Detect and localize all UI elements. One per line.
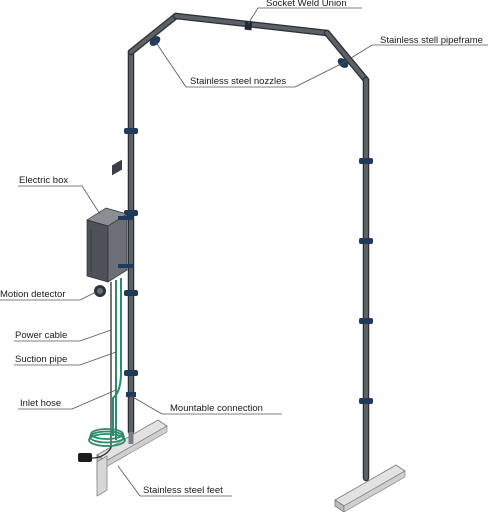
- label-motion-detector: Motion detector: [0, 289, 65, 300]
- mountable-connection: [126, 392, 136, 397]
- label-inlet-hose: Inlet hose: [20, 398, 61, 409]
- motion-detector: [94, 285, 106, 297]
- label-electric-box: Electric box: [19, 175, 68, 186]
- label-socket-weld-union: Socket Weld Union: [266, 0, 347, 9]
- label-nozzles: Stainless steel nozzles: [190, 76, 286, 87]
- label-suction-pipe: Suction pipe: [15, 354, 67, 365]
- hoses: [78, 278, 126, 462]
- socket-weld-union: [244, 20, 253, 31]
- stainless-steel-feet: [96, 419, 406, 512]
- label-mountable-connection: Mountable connection: [170, 403, 263, 414]
- label-feet: Stainless steel feet: [143, 485, 223, 496]
- label-pipeframe: Stainless stell pipeframe: [380, 35, 483, 46]
- electric-box: [86, 159, 134, 283]
- leader-lines: [0, 7, 488, 497]
- stainless-steel-nozzles: [124, 36, 373, 404]
- label-power-cable: Power cable: [15, 330, 67, 341]
